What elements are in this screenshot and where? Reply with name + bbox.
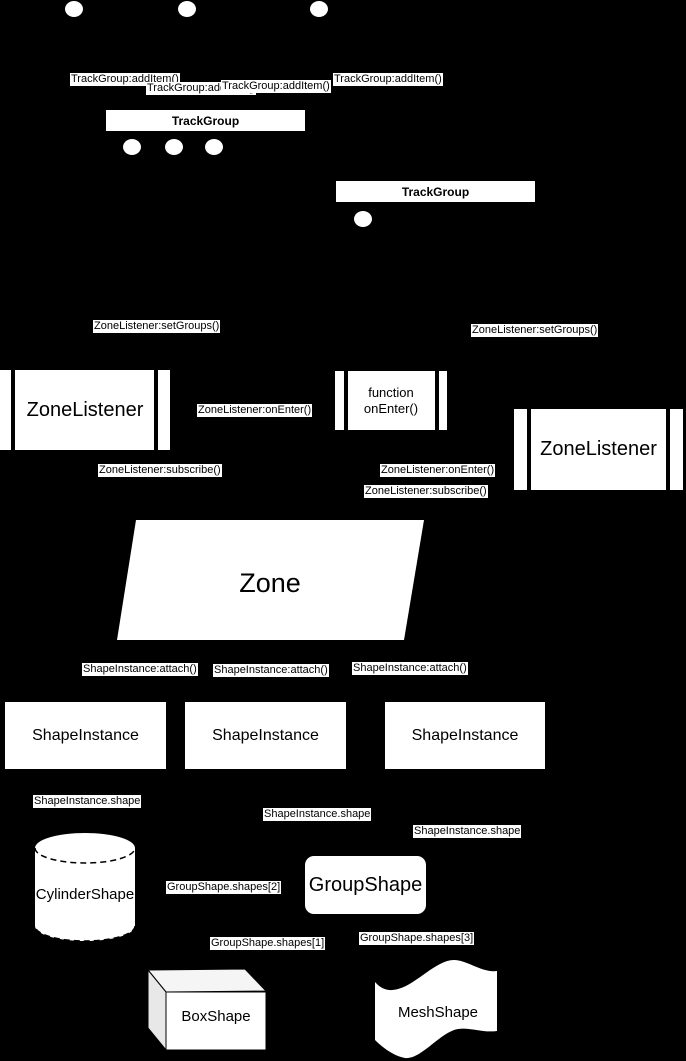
zone-parallelogram[interactable] bbox=[117, 520, 424, 640]
port-circle-top-2[interactable] bbox=[178, 1, 196, 17]
edge-label-zonelistener-setgroups-left[interactable]: ZoneListener:setGroups() bbox=[93, 320, 221, 333]
box-shape-label: BoxShape bbox=[181, 1008, 251, 1025]
node-shapeinstance-3-label: ShapeInstance bbox=[411, 726, 519, 744]
node-shapeinstance-1-label: ShapeInstance bbox=[32, 726, 139, 744]
edge-label-zonelistener-setgroups-right[interactable]: ZoneListener:setGroups() bbox=[471, 324, 599, 337]
node-shapeinstance-2-label: ShapeInstance bbox=[212, 726, 319, 744]
node-function-onenter[interactable]: function onEnter() bbox=[335, 371, 447, 430]
mesh-shape-label: MeshShape bbox=[397, 1004, 479, 1021]
node-trackgroup-top[interactable]: TrackGroup bbox=[106, 110, 305, 131]
node-zonelistener-right[interactable]: ZoneListener bbox=[514, 409, 683, 490]
port-circle-top-3[interactable] bbox=[310, 1, 328, 17]
edge-label-shapeinstance-shape-2[interactable]: ShapeInstance.shape bbox=[263, 808, 372, 821]
edge-label-shapeinstance-attach-2[interactable]: ShapeInstance:attach() bbox=[213, 664, 329, 677]
edge-label-shapeinstance-shape-3[interactable]: ShapeInstance.shape bbox=[413, 825, 522, 838]
edge-label-zonelistener-onenter-left[interactable]: ZoneListener:onEnter() bbox=[197, 404, 313, 417]
node-zonelistener-left-label: ZoneListener bbox=[26, 398, 144, 421]
cube-top-face bbox=[146, 968, 268, 993]
process-divider bbox=[154, 370, 158, 450]
edge-label-groupshape-shapes-1[interactable]: GroupShape.shapes[1] bbox=[210, 937, 326, 950]
edge-label-shapeinstance-attach-1[interactable]: ShapeInstance:attach() bbox=[82, 663, 198, 676]
process-divider bbox=[666, 409, 670, 490]
node-trackgroup-right-label: TrackGroup bbox=[401, 184, 470, 199]
edge-label-groupshape-shapes-3[interactable]: GroupShape.shapes[3] bbox=[359, 932, 475, 945]
node-trackgroup-top-label: TrackGroup bbox=[171, 113, 240, 128]
cube-front-face bbox=[165, 991, 267, 1051]
port-circle-top-1[interactable] bbox=[65, 1, 83, 17]
function-onenter-line1: function bbox=[368, 384, 414, 400]
edge-label-zonelistener-subscribe-right[interactable]: ZoneListener:subscribe() bbox=[364, 485, 488, 498]
edge-label-zonelistener-subscribe-left[interactable]: ZoneListener:subscribe() bbox=[98, 464, 222, 477]
function-onenter-line2: onEnter() bbox=[363, 400, 419, 416]
cylinder-bottom-arc bbox=[34, 925, 136, 942]
cylinder-shape[interactable] bbox=[35, 833, 135, 941]
port-circle-tg1-c[interactable] bbox=[205, 139, 223, 155]
cylinder-shape-label: CylinderShape bbox=[35, 886, 135, 903]
process-divider bbox=[435, 371, 439, 430]
edge-label-zonelistener-onenter-right[interactable]: ZoneListener:onEnter() bbox=[380, 464, 496, 477]
node-zonelistener-right-label: ZoneListener bbox=[540, 438, 657, 460]
node-groupshape[interactable]: GroupShape bbox=[305, 856, 426, 914]
node-shapeinstance-1[interactable]: ShapeInstance bbox=[5, 702, 166, 769]
node-groupshape-label: GroupShape bbox=[308, 873, 423, 896]
node-trackgroup-right[interactable]: TrackGroup bbox=[336, 181, 535, 202]
edge-label-shapeinstance-shape-1[interactable]: ShapeInstance.shape bbox=[33, 795, 142, 808]
process-divider bbox=[11, 370, 15, 450]
edge-label-trackgroup-additem-4[interactable]: TrackGroup:addItem() bbox=[333, 73, 443, 86]
process-divider bbox=[344, 371, 348, 430]
port-circle-tg1-b[interactable] bbox=[165, 139, 183, 155]
mesh-wave-shape[interactable] bbox=[375, 960, 497, 1059]
port-circle-tg2[interactable] bbox=[354, 211, 372, 227]
node-shapeinstance-3[interactable]: ShapeInstance bbox=[385, 702, 545, 769]
edge-label-trackgroup-additem-3[interactable]: TrackGroup:addItem() bbox=[221, 80, 331, 93]
edge-label-groupshape-shapes-2[interactable]: GroupShape.shapes[2] bbox=[166, 881, 282, 894]
process-divider bbox=[527, 409, 531, 490]
port-circle-tg1-a[interactable] bbox=[123, 139, 141, 155]
cylinder-top-arc bbox=[34, 847, 136, 864]
node-shapeinstance-2[interactable]: ShapeInstance bbox=[185, 702, 346, 769]
zone-label: Zone bbox=[239, 568, 301, 598]
node-zonelistener-left[interactable]: ZoneListener bbox=[0, 370, 170, 450]
edge-label-shapeinstance-attach-3[interactable]: ShapeInstance:attach() bbox=[352, 662, 468, 675]
box-shape-cube[interactable] bbox=[146, 968, 268, 1052]
